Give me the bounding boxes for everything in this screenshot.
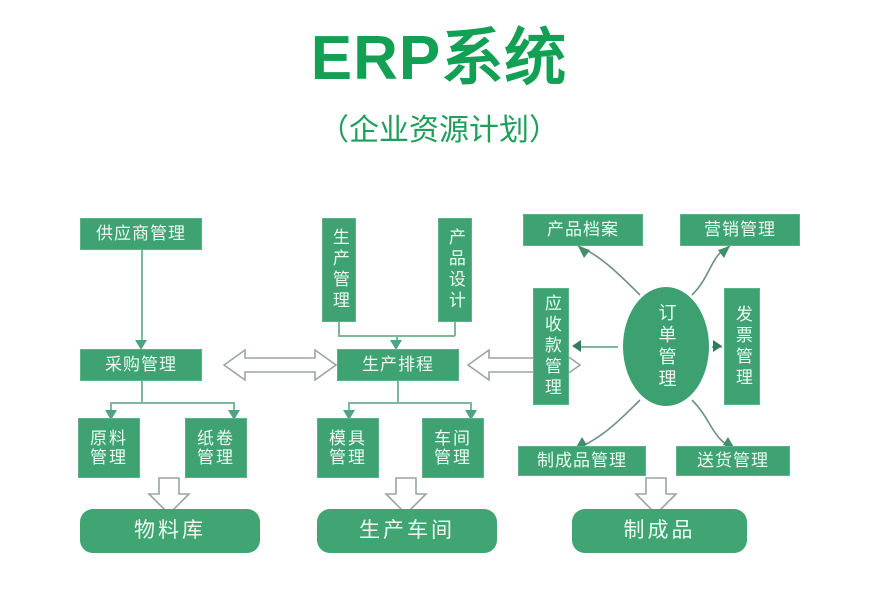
node-delivery-management[interactable]: 送货管理 — [676, 446, 790, 476]
node-material-warehouse[interactable]: 物料库 — [80, 509, 260, 553]
node-finished-goods-management[interactable]: 制成品管理 — [518, 446, 646, 476]
node-paper-roll-management[interactable]: 纸卷 管理 — [185, 418, 247, 478]
connector-purchase-stem — [141, 381, 143, 403]
connector-purchase-bus — [110, 402, 234, 404]
node-order-management[interactable]: 订单管理 — [623, 287, 709, 406]
bidirectional-arrow-purchase-production — [222, 348, 338, 382]
node-production-scheduling[interactable]: 生产排程 — [337, 349, 459, 381]
arrowhead-to-mold-management — [343, 410, 355, 420]
node-raw-material-management[interactable]: 原料 管理 — [78, 418, 140, 478]
arc-order-to-delivery-management — [691, 399, 736, 450]
connector-production-mgmt-stem — [338, 322, 340, 336]
node-marketing-management[interactable]: 营销管理 — [680, 214, 800, 246]
node-product-archive[interactable]: 产品档案 — [523, 214, 643, 246]
arrowhead-supplier-to-purchase — [135, 340, 147, 350]
node-mold-management[interactable]: 模具 管理 — [317, 418, 379, 478]
arrowhead-to-workshop-management — [465, 410, 477, 420]
connector-purchase-to-paper — [233, 402, 235, 414]
arc-order-to-product-archive — [577, 245, 641, 296]
node-workshop-management[interactable]: 车间 管理 — [422, 418, 484, 478]
node-production-workshop[interactable]: 生产车间 — [317, 509, 497, 553]
connector-product-design-stem — [454, 322, 456, 336]
connector-scheduling-stem — [397, 381, 399, 403]
arrowhead-to-paper-roll — [228, 410, 240, 420]
connector-supplier-to-purchase — [141, 250, 143, 346]
node-receivables-management[interactable]: 应收款管理 — [533, 288, 569, 405]
connector-scheduling-to-workshop — [470, 402, 472, 414]
page-title: ERP系统 — [310, 24, 568, 93]
arrowhead-order-to-receivables — [572, 340, 581, 352]
node-product-design[interactable]: 产品设计 — [438, 218, 472, 322]
node-supplier-management[interactable]: 供应商管理 — [80, 218, 202, 250]
connector-order-to-receivables — [580, 346, 618, 348]
arrowhead-to-raw-material — [105, 410, 117, 420]
connector-scheduling-to-mold — [348, 402, 350, 414]
node-production-management[interactable]: 生产管理 — [322, 218, 356, 322]
page-subtitle: （企业资源计划） — [319, 114, 559, 147]
node-purchase-management[interactable]: 采购管理 — [80, 349, 202, 381]
arrowhead-to-production-scheduling — [390, 340, 402, 350]
node-finished-goods[interactable]: 制成品 — [572, 509, 747, 553]
connector-purchase-to-raw — [110, 402, 112, 414]
arc-order-to-finished-goods-management — [574, 399, 641, 450]
node-invoice-management[interactable]: 发票管理 — [724, 288, 760, 405]
arrowhead-order-to-invoice — [713, 340, 722, 352]
connector-scheduling-bus — [348, 402, 471, 404]
